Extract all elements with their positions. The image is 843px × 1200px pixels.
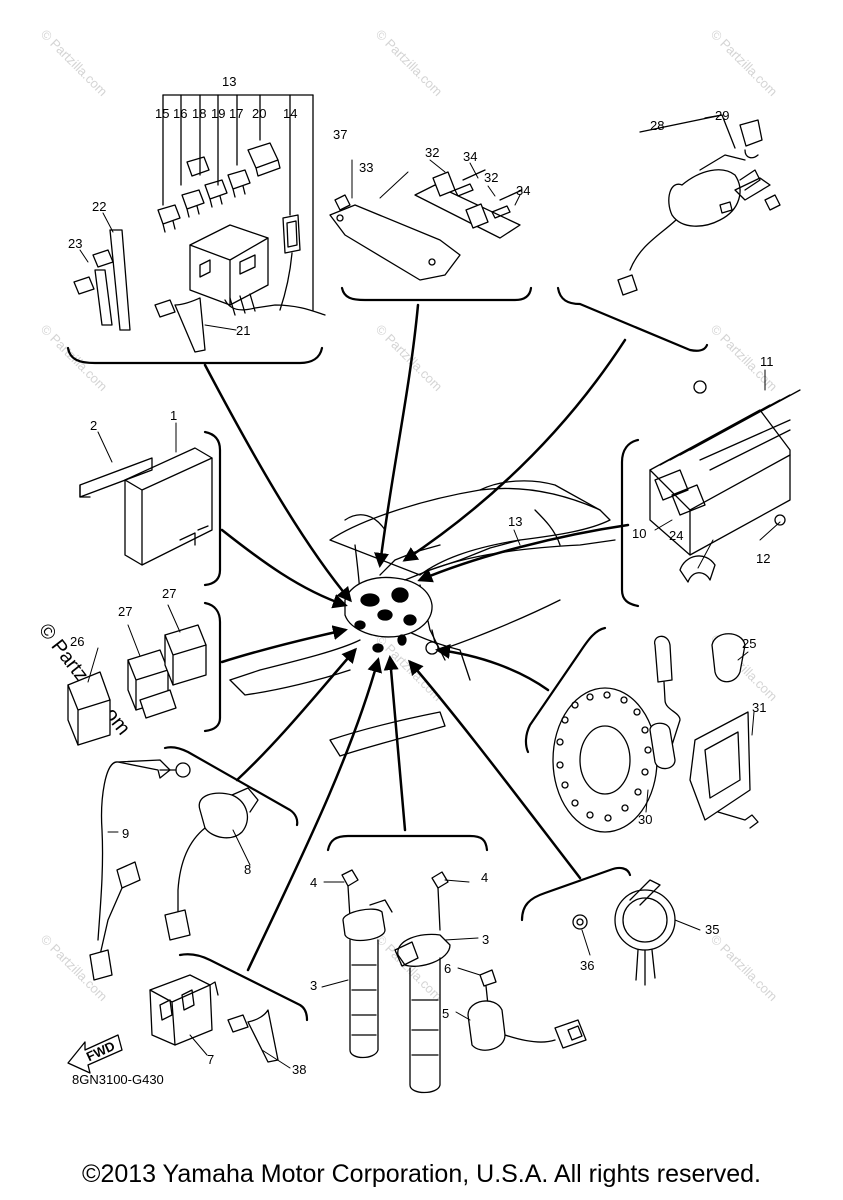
callout-14: 14 (283, 106, 297, 121)
callout-17: 17 (229, 106, 243, 121)
callout-23: 23 (68, 236, 82, 251)
callout-13: 13 (222, 74, 236, 89)
callout-22: 22 (92, 199, 106, 214)
callout-34: 34 (516, 183, 530, 198)
callout-2: 2 (90, 418, 97, 433)
horn-group (572, 879, 676, 986)
junction-box-group (73, 94, 326, 353)
callout-4: 4 (481, 870, 488, 885)
callout-36: 36 (580, 958, 594, 973)
callout-27: 27 (162, 586, 176, 601)
callout-15: 15 (155, 106, 169, 121)
callout-28: 28 (650, 118, 664, 133)
watermark-text: © Partzilla.com (38, 27, 111, 100)
leader-lines (203, 303, 630, 972)
callout-7: 7 (207, 1052, 214, 1067)
neutral-switch-group (89, 759, 259, 981)
callout-29: 29 (715, 108, 729, 123)
callout-6: 6 (444, 961, 451, 976)
watermark-text: © Partzilla.com (373, 27, 446, 100)
callout-8: 8 (244, 862, 251, 877)
callout-21: 21 (236, 323, 250, 338)
callout-31: 31 (752, 700, 766, 715)
callout-4: 4 (310, 875, 317, 890)
callout-19: 19 (211, 106, 225, 121)
watermark-text: © Partzilla.com (708, 932, 781, 1005)
callout-13: 13 (508, 514, 522, 529)
watermark-text: © Partzilla.com (708, 27, 781, 100)
callout-12: 12 (756, 551, 770, 566)
callout-25: 25 (742, 636, 756, 651)
callout-3: 3 (482, 932, 489, 947)
rectifier-regulator-group (649, 380, 801, 583)
fwd-arrow-icon (67, 1034, 123, 1074)
callout-34: 34 (463, 149, 477, 164)
group-brackets (66, 286, 709, 1022)
callout-32: 32 (484, 170, 498, 185)
main-switch-group (617, 114, 781, 296)
callout-37: 37 (333, 127, 347, 142)
callout-9: 9 (122, 826, 129, 841)
speed-sensor-group (552, 633, 759, 833)
callout-26: 26 (70, 634, 84, 649)
callout-38: 38 (292, 1062, 306, 1077)
diagram-code: 8GN3100-G430 (72, 1072, 164, 1087)
callout-10: 10 (632, 526, 646, 541)
callout-5: 5 (442, 1006, 449, 1021)
wire-harness-cluster (344, 539, 521, 655)
ignition-coil-group (341, 869, 587, 1094)
copyright-notice: ©2013 Yamaha Motor Corporation, U.S.A. A… (82, 1160, 761, 1188)
callout-16: 16 (173, 106, 187, 121)
callout-35: 35 (705, 922, 719, 937)
callout-20: 20 (252, 106, 266, 121)
callout-11: 11 (760, 354, 774, 369)
callout-24: 24 (669, 528, 683, 543)
callout-18: 18 (192, 106, 206, 121)
relay-group (67, 624, 207, 746)
callout-leaders (79, 159, 781, 1069)
callout-33: 33 (359, 160, 373, 175)
ecu-group (79, 447, 213, 566)
relay-bracket-group (329, 169, 523, 281)
oil-pressure-switch-group (149, 974, 279, 1063)
callout-30: 30 (638, 812, 652, 827)
fwd-label: FWD (84, 1038, 117, 1064)
callout-1: 1 (170, 408, 177, 423)
callout-3: 3 (310, 978, 317, 993)
callout-27: 27 (118, 604, 132, 619)
callout-32: 32 (425, 145, 439, 160)
